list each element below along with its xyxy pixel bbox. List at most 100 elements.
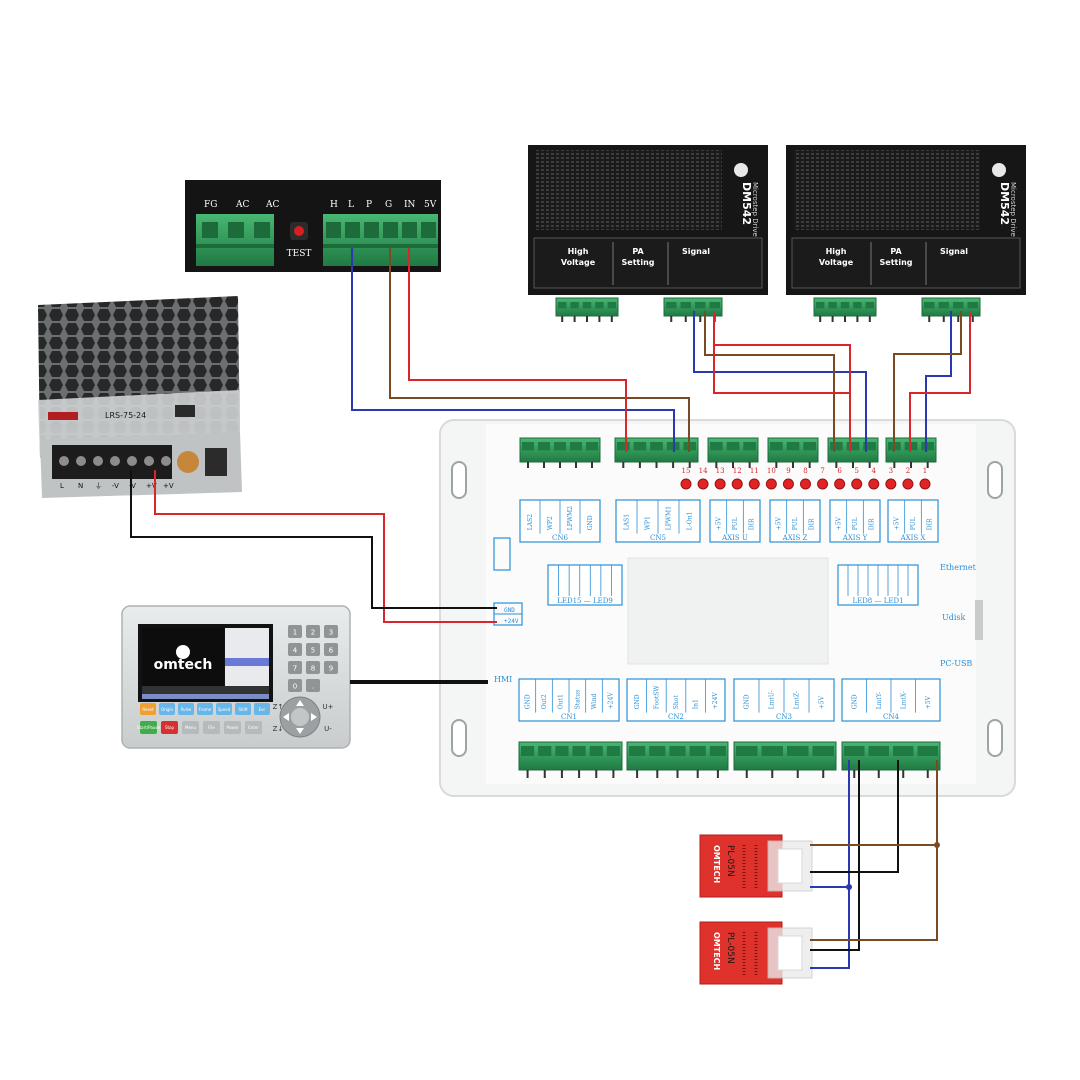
key-cap[interactable] (306, 679, 320, 692)
terminal-screw (538, 746, 552, 756)
key-cap[interactable] (159, 703, 175, 715)
wire-sensor-gnd (810, 760, 850, 969)
u-minus-key[interactable]: U- (324, 725, 332, 733)
numeric-key[interactable]: 3 (324, 625, 338, 638)
key-label[interactable]: Start/Pause (137, 725, 160, 730)
key-cap[interactable] (245, 721, 262, 734)
numeric-key[interactable]: 9 (324, 661, 338, 674)
numeric-key[interactable]: 0 (288, 679, 302, 692)
keypad-key-frame[interactable]: Frame (197, 703, 213, 715)
key-cap[interactable] (288, 625, 302, 638)
key-label[interactable]: . (312, 683, 314, 691)
key-cap[interactable] (178, 703, 194, 715)
numeric-key[interactable]: 5 (306, 643, 320, 656)
terminal-pin (578, 770, 581, 778)
key-label[interactable]: Power (226, 725, 238, 730)
led-number: 3 (889, 467, 893, 475)
key-cap[interactable] (306, 661, 320, 674)
laser-psu-test-button[interactable] (290, 222, 308, 240)
key-label[interactable]: Shift (238, 707, 248, 712)
key-label[interactable]: 8 (311, 665, 315, 673)
key-cap[interactable] (306, 625, 320, 638)
keypad-key-reset[interactable]: Reset (140, 703, 156, 715)
status-led (714, 478, 726, 490)
key-label[interactable]: Speed (218, 707, 231, 712)
driver-section-label: PA (890, 247, 902, 256)
keypad-key-shift[interactable]: Shift (235, 703, 251, 715)
key-cap[interactable] (140, 703, 156, 715)
key-cap[interactable] (288, 661, 302, 674)
z-up-key[interactable]: Z↑ (273, 703, 284, 711)
terminal-pin (877, 770, 880, 778)
keypad-key-speed[interactable]: Speed (216, 703, 232, 715)
keypad-key-stop[interactable]: Stop (161, 721, 178, 734)
key-cap[interactable] (182, 721, 199, 734)
z-down-key[interactable]: Z↓ (273, 725, 284, 733)
keypad-key-enter[interactable]: Enter (245, 721, 262, 734)
key-label[interactable]: Stop (165, 725, 175, 730)
led-number: 10 (767, 467, 776, 475)
numeric-key[interactable]: 2 (306, 625, 320, 638)
sensor-model: PL-05N (725, 845, 735, 877)
key-cap[interactable] (235, 703, 251, 715)
numeric-key[interactable]: 7 (288, 661, 302, 674)
key-cap[interactable] (324, 625, 338, 638)
key-label[interactable]: Frame (199, 707, 212, 712)
keypad-key-origin[interactable]: Origin (159, 703, 175, 715)
key-label[interactable]: Pulse (181, 707, 192, 712)
key-label[interactable]: 6 (329, 647, 334, 655)
arrow-left-icon[interactable] (283, 713, 289, 721)
numeric-key[interactable]: 8 (306, 661, 320, 674)
key-label[interactable]: 3 (329, 629, 333, 637)
keypad-key-pulse[interactable]: Pulse (178, 703, 194, 715)
key-label[interactable]: 0 (293, 683, 297, 691)
key-cap[interactable] (254, 703, 270, 715)
numeric-key[interactable]: 6 (324, 643, 338, 656)
key-cap[interactable] (203, 721, 220, 734)
arrow-right-icon[interactable] (311, 713, 317, 721)
terminal-pin (732, 462, 734, 468)
key-label[interactable]: 1 (293, 629, 297, 637)
key-cap[interactable] (140, 721, 157, 734)
numeric-key[interactable]: . (306, 679, 320, 692)
numeric-key[interactable]: 1 (288, 625, 302, 638)
sensor-slot (777, 935, 803, 971)
terminal-pin (792, 462, 794, 468)
key-label[interactable]: Menu (185, 725, 196, 730)
numeric-key[interactable]: 4 (288, 643, 302, 656)
arrow-up-icon[interactable] (296, 700, 304, 706)
keypad-key-menu[interactable]: Menu (182, 721, 199, 734)
u-plus-key[interactable]: U+ (323, 703, 334, 711)
key-label[interactable]: Reset (142, 707, 154, 712)
key-label[interactable]: Enter (248, 725, 259, 730)
keypad-key-file[interactable]: File (203, 721, 220, 734)
key-label[interactable]: 7 (293, 665, 297, 673)
key-label[interactable]: Esc (259, 707, 266, 712)
keypad-key-power[interactable]: Power (224, 721, 241, 734)
key-cap[interactable] (288, 643, 302, 656)
keypad-key-startpause[interactable]: Start/Pause (137, 721, 160, 734)
key-cap[interactable] (288, 679, 302, 692)
key-cap[interactable] (306, 643, 320, 656)
key-label[interactable]: Origin (161, 707, 174, 712)
key-label[interactable]: File (208, 725, 215, 730)
key-label[interactable]: 5 (311, 647, 315, 655)
key-label[interactable]: 2 (311, 629, 315, 637)
key-cap[interactable] (324, 643, 338, 656)
connector-pin-label: LAS1 (624, 514, 631, 530)
keypad-key-esc[interactable]: Esc (254, 703, 270, 715)
arrow-down-icon[interactable] (296, 728, 304, 734)
keypad-direction-pad[interactable] (279, 696, 321, 738)
key-cap[interactable] (197, 703, 213, 715)
controller-bottom-terminal (518, 741, 623, 778)
terminal-pin (716, 770, 719, 778)
key-label[interactable]: 4 (293, 647, 298, 655)
key-cap[interactable] (216, 703, 232, 715)
key-cap[interactable] (161, 721, 178, 734)
key-label[interactable]: 9 (329, 665, 333, 673)
key-cap[interactable] (324, 661, 338, 674)
key-cap[interactable] (224, 721, 241, 734)
hmi-port-label: HMI (494, 675, 512, 684)
